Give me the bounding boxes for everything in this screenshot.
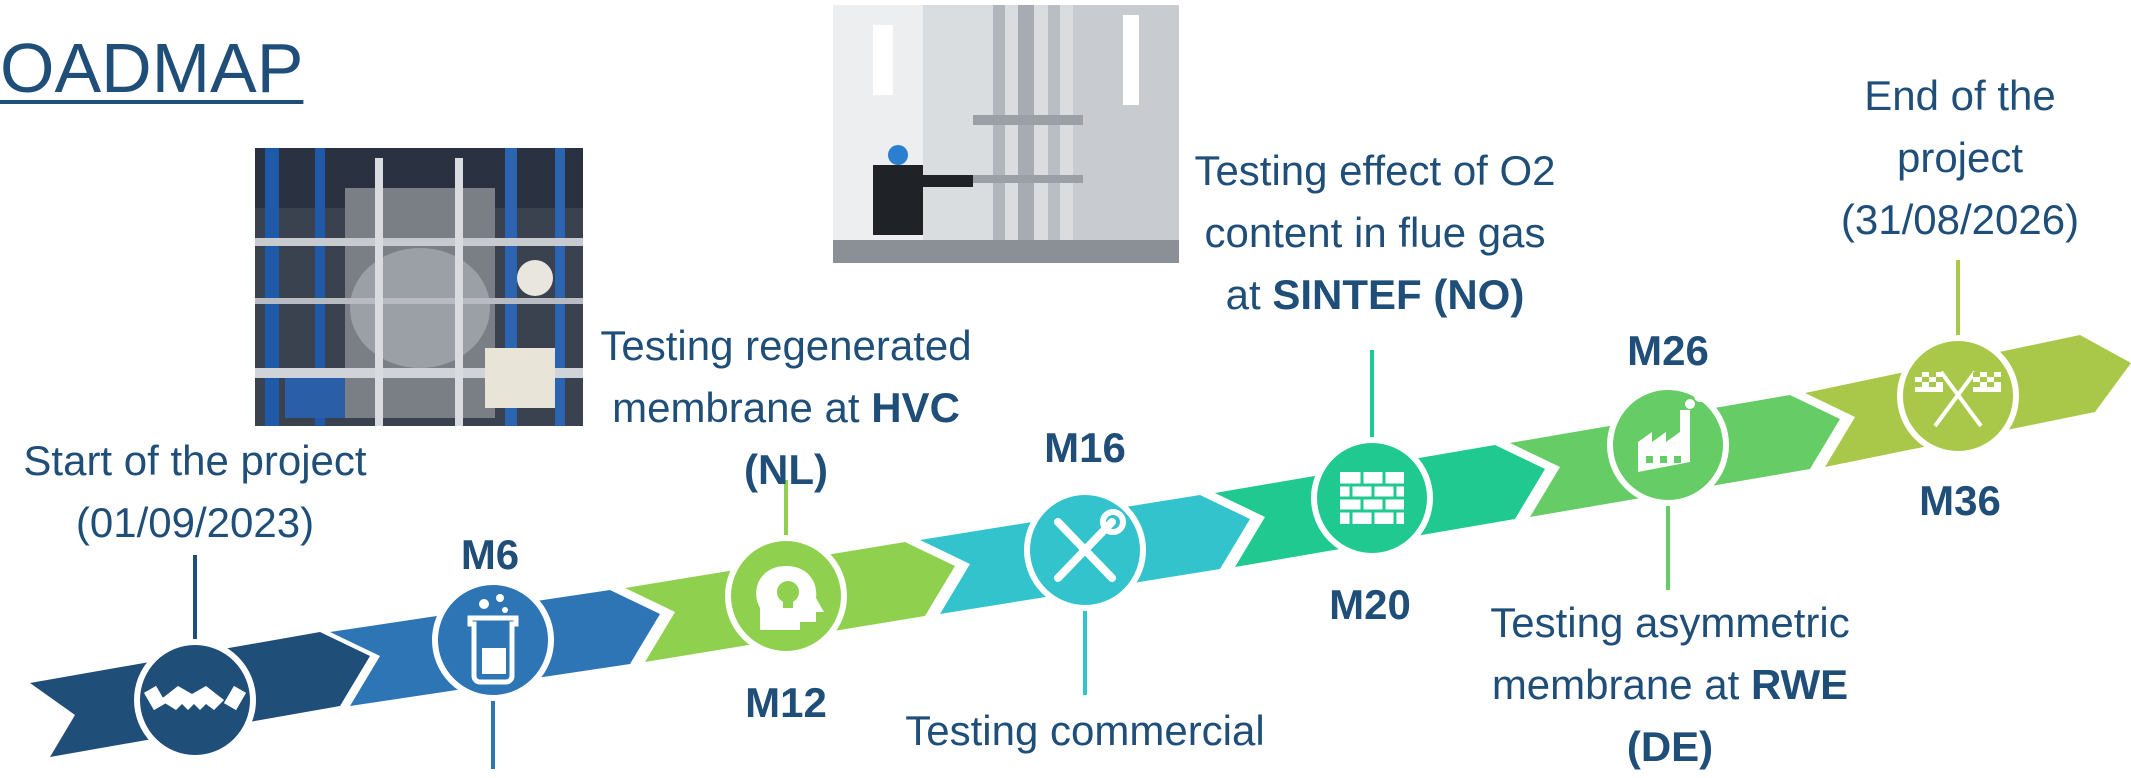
- milestone-m26-label: M26: [1627, 327, 1709, 374]
- milestone-m16-label: M16: [1044, 424, 1126, 471]
- m12-line3: (NL): [744, 446, 828, 493]
- milestone-m12-description: Testing regenerated membrane at HVC (NL): [590, 315, 982, 501]
- tools-icon: [1024, 489, 1146, 611]
- end-line1: End of the: [1864, 72, 2056, 119]
- end-line3: (31/08/2026): [1840, 196, 2080, 243]
- page-title: OADMAP: [0, 29, 304, 107]
- brick-wall-icon: [1311, 437, 1433, 559]
- m26-line3: (DE): [1626, 723, 1714, 770]
- milestone-m12-label: M12: [745, 679, 827, 726]
- m12-line2: membrane at HVC: [612, 384, 960, 431]
- m20-line3: at SINTEF (NO): [1225, 271, 1525, 318]
- m20-line1: Testing effect of O2: [1194, 147, 1556, 194]
- m26-line1: Testing asymmetric: [1490, 599, 1850, 646]
- industrial-plant-photo: [255, 148, 583, 426]
- milestone-m20-description: Testing effect of O2 content in flue gas…: [1160, 140, 1590, 326]
- m26-line2: membrane at RWE: [1491, 661, 1849, 708]
- checkered-flags-icon: [1897, 335, 2019, 457]
- start-line1: Start of the project: [23, 437, 367, 484]
- laboratory-columns-photo: [833, 5, 1179, 263]
- milestone-m16-description: Testing commercial: [905, 707, 1265, 754]
- milestone-m26-description: Testing asymmetric membrane at RWE (DE): [1470, 592, 1870, 778]
- m20-line2: content in flue gas: [1204, 209, 1546, 256]
- beaker-icon: [432, 579, 554, 701]
- start-text: Start of the project (01/09/2023): [0, 430, 390, 554]
- handshake-icon: [134, 639, 256, 761]
- m12-line1: Testing regenerated: [600, 322, 972, 369]
- milestone-m36-label: M36: [1919, 477, 2001, 524]
- milestone-m20-label: M20: [1329, 581, 1411, 628]
- start-line2: (01/09/2023): [75, 499, 315, 546]
- end-text: End of the project (31/08/2026): [1800, 65, 2120, 251]
- end-line2: project: [1896, 134, 2024, 181]
- milestone-m6-label: M6: [460, 531, 520, 578]
- factory-icon: [1607, 384, 1729, 506]
- lightbulb-head-icon: [725, 535, 847, 657]
